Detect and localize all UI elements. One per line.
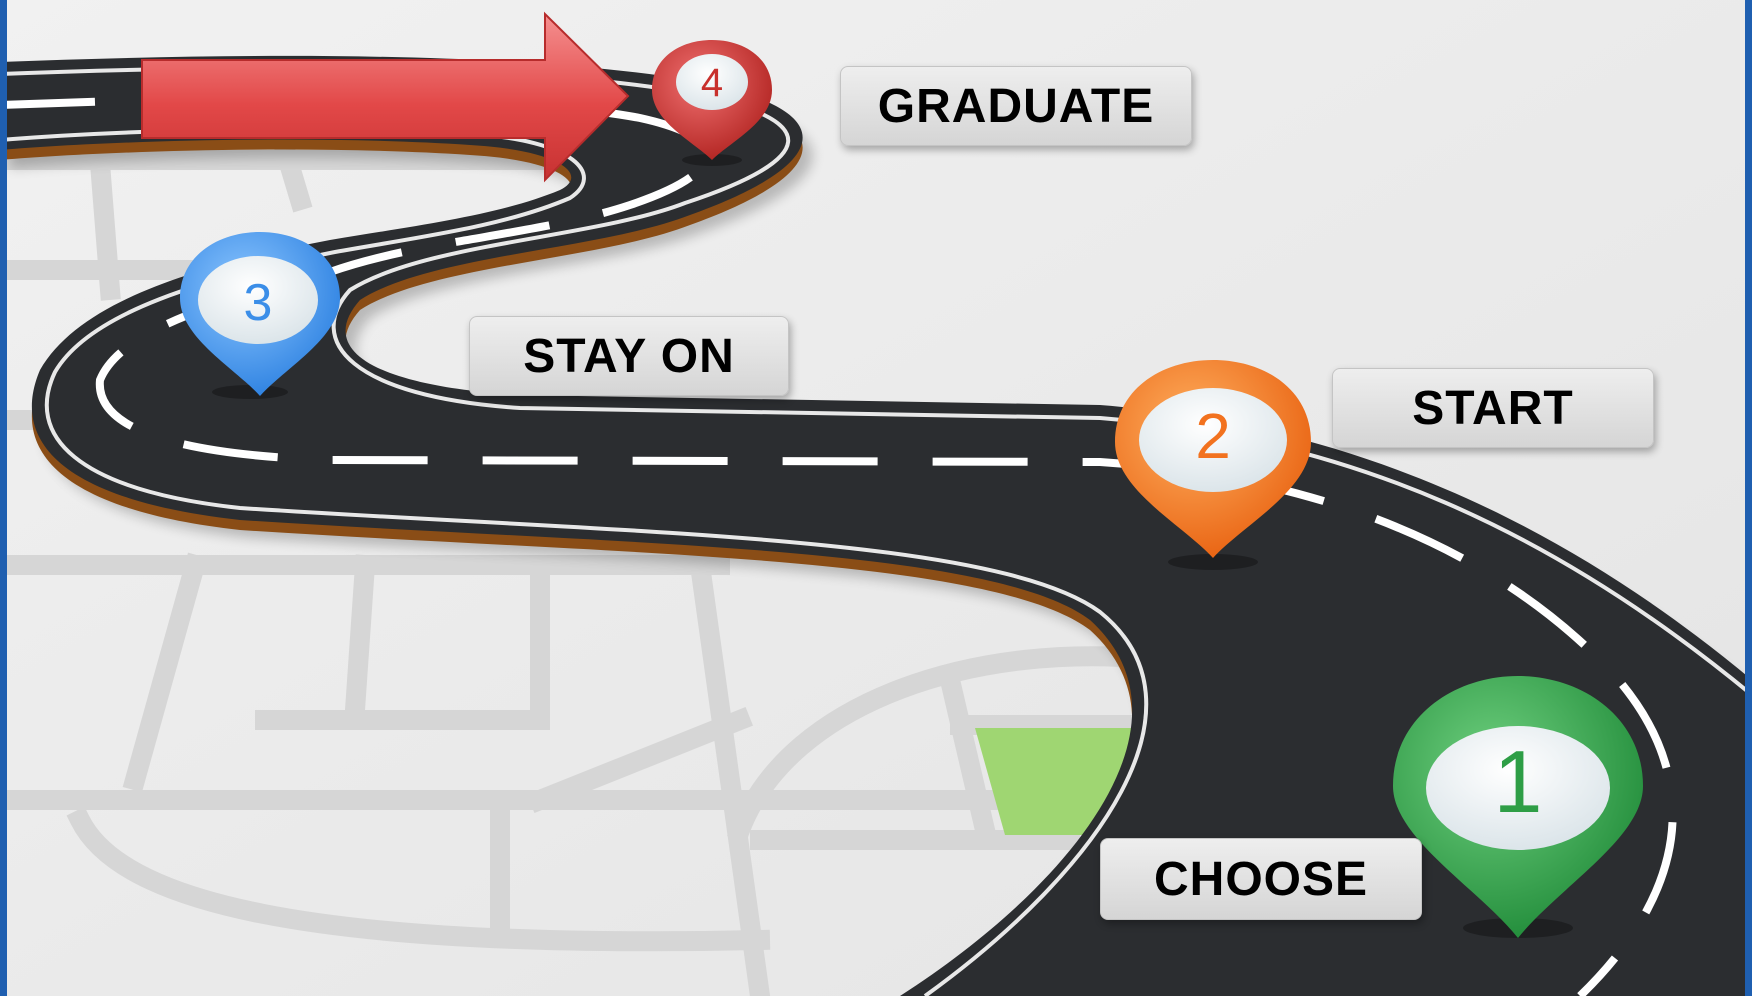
lane-marking bbox=[0, 94, 1677, 996]
step-3-label: STAY ON bbox=[469, 316, 789, 396]
road-surface bbox=[0, 55, 1752, 996]
right-arrow-icon bbox=[141, 11, 630, 183]
map-pin-icon bbox=[652, 40, 772, 166]
step-2-label: START bbox=[1332, 368, 1654, 448]
step-3-number: 3 bbox=[244, 274, 273, 332]
map-streets bbox=[0, 87, 1172, 996]
map-pin-icon bbox=[1393, 676, 1643, 938]
step-2-number: 2 bbox=[1195, 400, 1231, 472]
step-1-number: 1 bbox=[1494, 732, 1543, 831]
step-4-label: GRADUATE bbox=[840, 66, 1192, 146]
slide-frame-left bbox=[0, 0, 7, 996]
slide-frame-right bbox=[1745, 0, 1752, 996]
step-4-number: 4 bbox=[701, 61, 723, 105]
map-pin-icon bbox=[1115, 360, 1311, 570]
step-1-label: CHOOSE bbox=[1100, 838, 1422, 920]
map-pin-icon bbox=[180, 232, 340, 399]
